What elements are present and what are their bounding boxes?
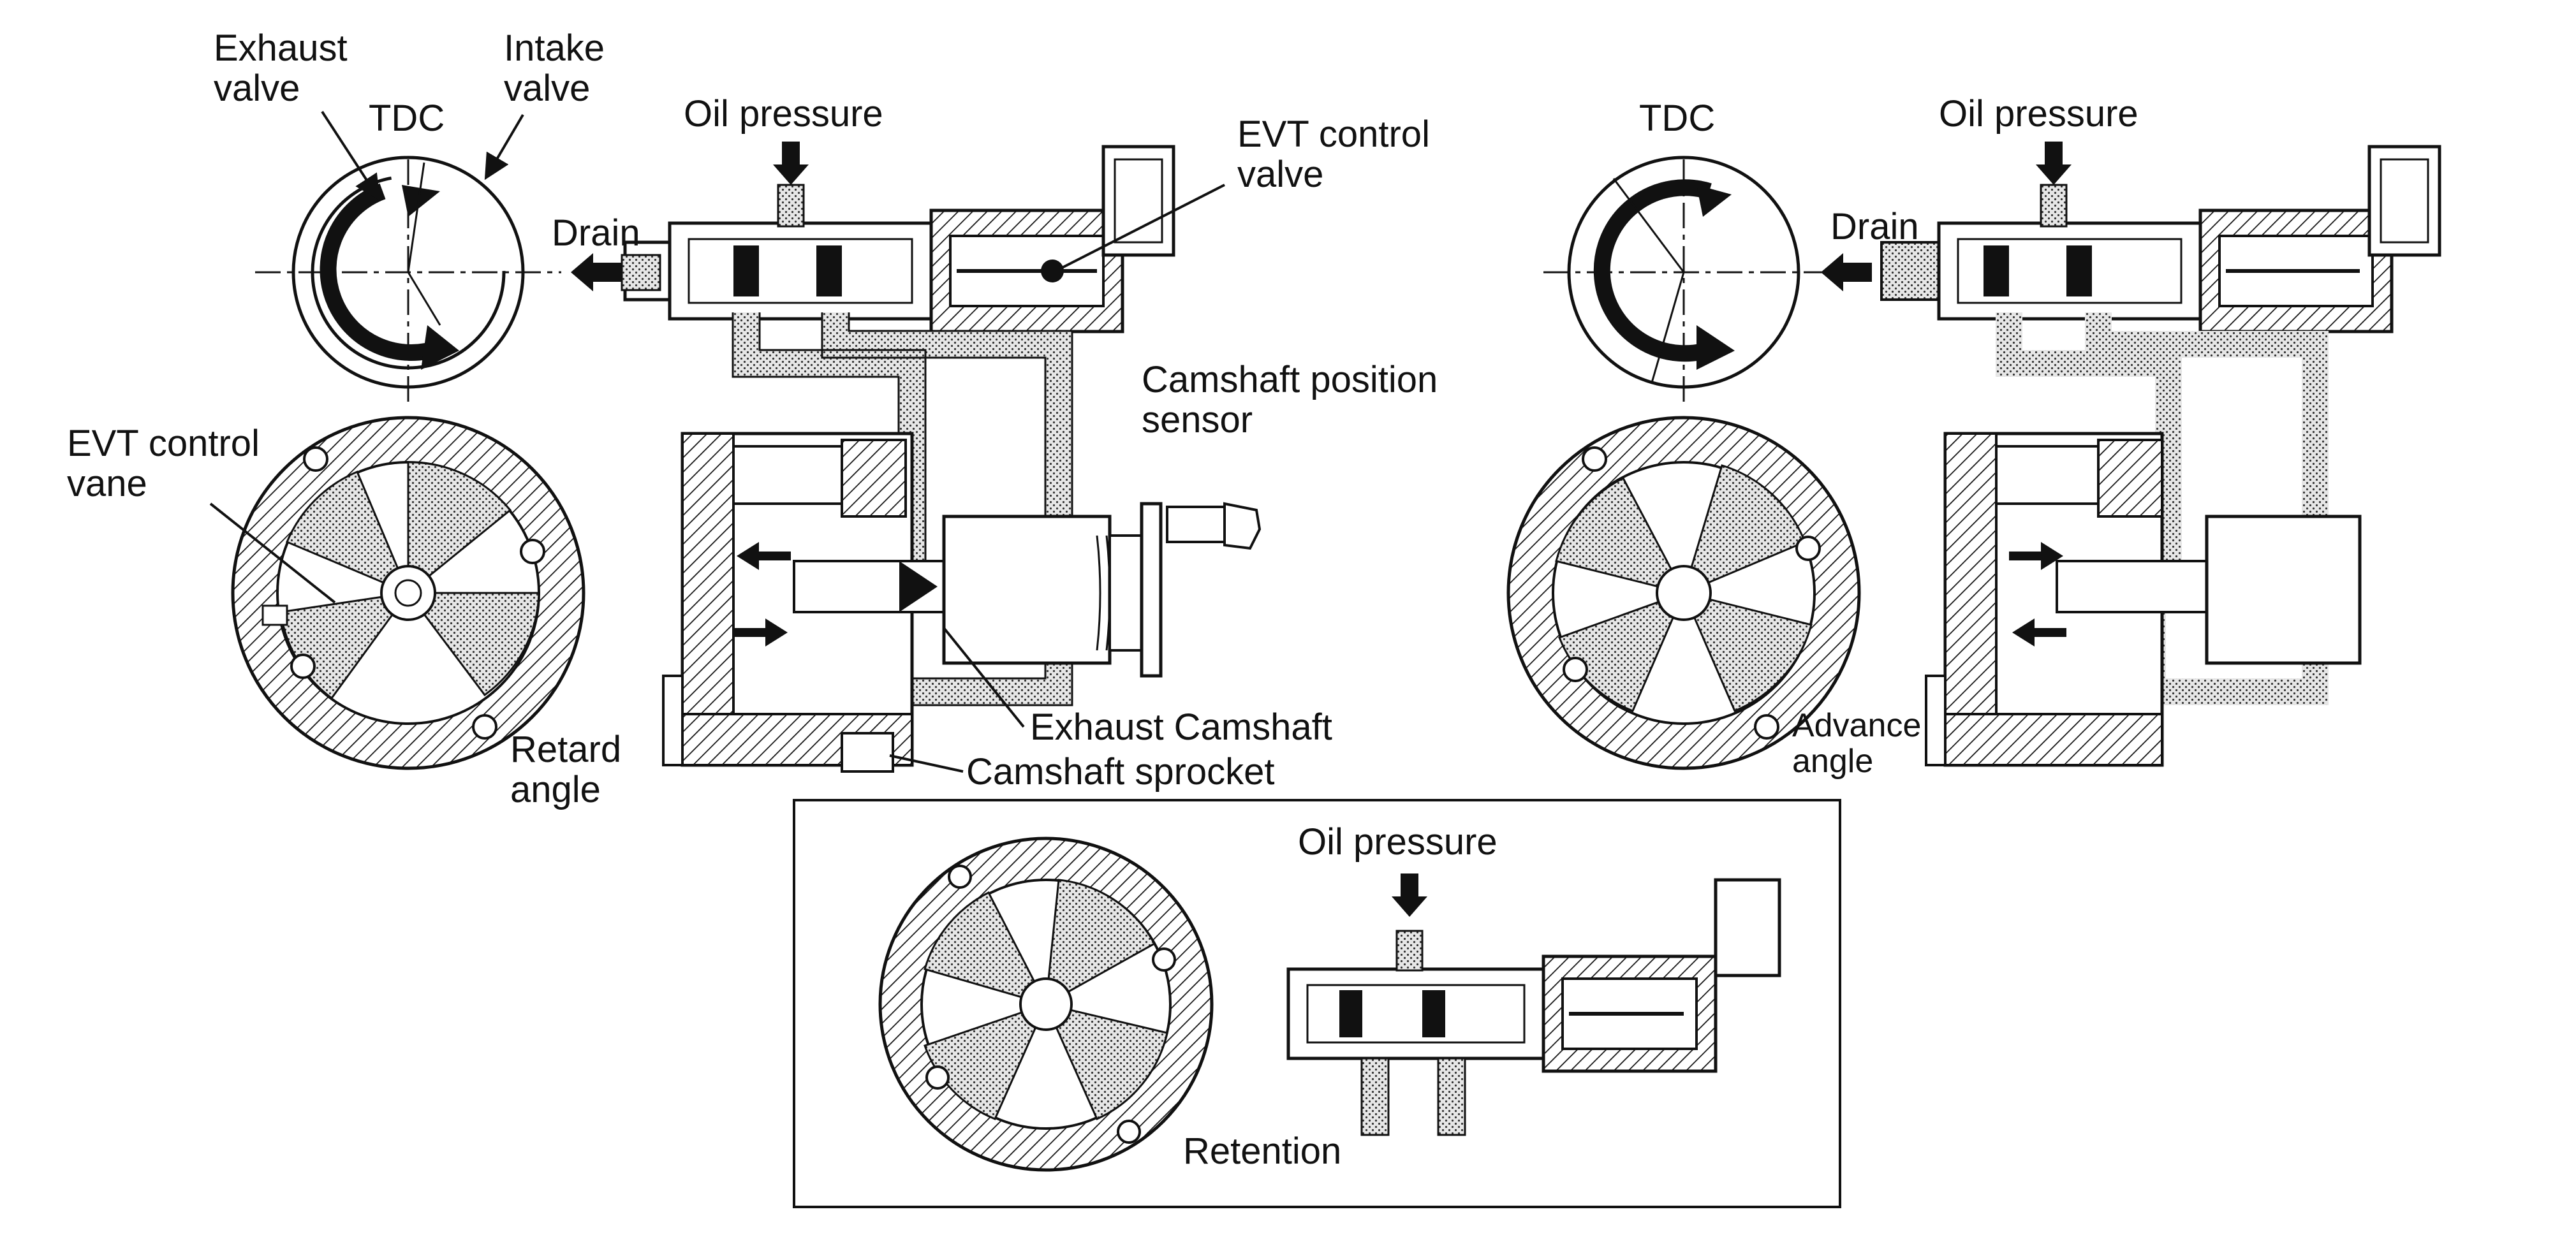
advance-drain-arrow [1821,253,1872,291]
flow-arrow-right [733,618,788,647]
exhaust-camshaft-pointer [943,627,1025,728]
advance-drain-label: Drain [1830,206,1919,247]
exhaust-camshaft-label: Exhaust Camshaft [1030,706,1332,748]
advance-evt-control-valve [1880,145,2441,333]
retention-label: Retention [1183,1130,1342,1172]
intake-valve-label: Intake valve [504,27,605,109]
retard-tdc-label: TDC [369,98,445,139]
retard-drain-label: Drain [552,212,640,254]
retard-camshaft-assembly [662,432,1163,773]
retention-oil-pressure-label: Oil pressure [1298,821,1498,863]
camshaft-position-sensor-label: Camshaft position sensor [1142,359,1438,441]
camshaft-sprocket-pointer [889,754,964,773]
retard-evt-control-valve [623,145,1175,333]
retention-box [793,799,1841,1208]
retention-vane-rotor [878,837,1214,1172]
advance-tdc-label: TDC [1639,98,1716,139]
retard-oil-pressure-label: Oil pressure [684,93,883,135]
advance-camshaft-assembly [1925,432,2362,767]
advance-angle-label: Advance angle [1792,707,1922,780]
evt-control-vane-pointer [209,502,336,604]
retention-evt-control-valve [1286,878,1781,1136]
advance-tdc-rotation-symbol [1543,156,1837,402]
retention-oil-pressure-arrow [1392,873,1427,917]
camshaft-position-sensor [1166,502,1262,550]
advance-oil-pressure-label: Oil pressure [1939,93,2138,135]
advance-flow-arrow-right [2009,542,2063,570]
evt-control-vane-label: EVT control vane [67,423,260,504]
camshaft-sprocket-label: Camshaft sprocket [966,751,1275,793]
exhaust-valve-pointer [321,110,380,201]
advance-oil-pressure-arrow [2036,142,2072,185]
advance-vane-rotor [1506,416,1861,770]
evt-control-valve-pointer [1061,184,1225,269]
flow-arrow-left [737,542,791,570]
retard-tdc-rotation-symbol [255,156,561,402]
drain-arrow [571,253,622,291]
advance-flow-arrow-left [2012,618,2066,647]
retard-angle-label: Retard angle [510,729,622,810]
oil-pressure-arrow [773,142,809,185]
intake-valve-pointer [484,113,524,180]
evt-control-valve-label: EVT control valve [1237,113,1430,195]
retard-vane-rotor [231,416,585,770]
exhaust-valve-label: Exhaust valve [214,27,348,109]
